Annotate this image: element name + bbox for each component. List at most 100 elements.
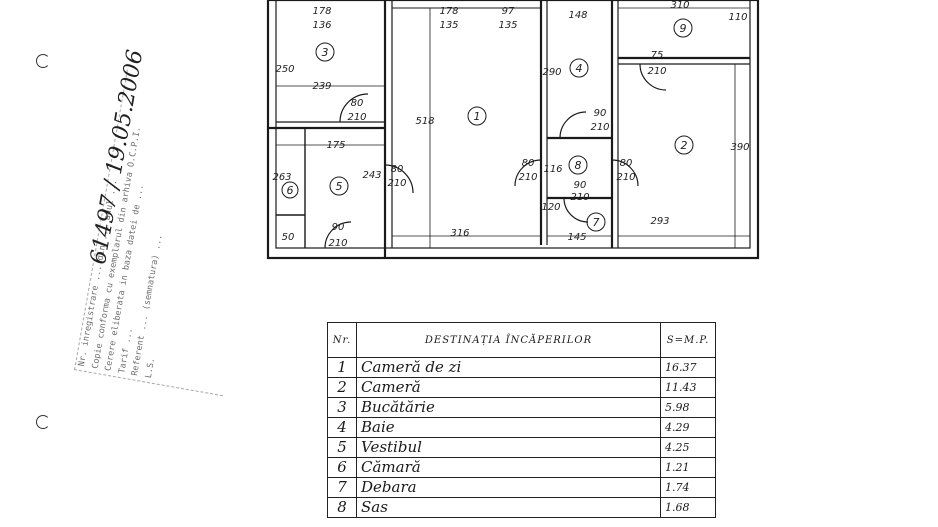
dimension-label: 390	[730, 142, 749, 153]
dimension-label: 178	[312, 6, 331, 17]
dimension-label: 90	[332, 222, 345, 233]
row-room-name: Cămară	[356, 457, 661, 478]
dimension-label: 243	[362, 170, 381, 181]
dimension-label: 210	[328, 238, 347, 249]
door-arc-living	[384, 164, 414, 194]
door-arc-living-sas	[514, 159, 542, 187]
row-room-name: Vestibul	[356, 437, 661, 458]
row-area: 5.98	[660, 397, 716, 418]
door-arc-entry	[324, 221, 352, 249]
row-area: 16.37	[660, 357, 716, 378]
row-room-name: Cameră de zi	[356, 357, 661, 378]
room-number-label: 3	[322, 46, 329, 59]
dimension-label: 116	[543, 164, 562, 175]
dimension-label: 210	[387, 178, 406, 189]
dimension-label: 210	[347, 112, 366, 123]
dimension-label: 120	[541, 202, 560, 213]
door-arc-debara	[563, 197, 589, 223]
door-arc-room9	[639, 63, 667, 91]
row-number: 8	[327, 497, 357, 518]
row-room-name: Sas	[356, 497, 661, 518]
dimension-label: 145	[567, 232, 586, 243]
row-area: 4.25	[660, 437, 716, 458]
room-circle-3	[315, 42, 335, 62]
room-circle-1	[467, 106, 487, 126]
dimension-label: 210	[518, 172, 537, 183]
dimension-label: 210	[647, 66, 666, 77]
dimension-label: 136	[312, 20, 331, 31]
dimension-label: 90	[574, 180, 587, 191]
row-number: 4	[327, 417, 357, 438]
room-circle-5	[329, 176, 349, 196]
dimension-label: 75	[651, 50, 664, 61]
dimension-label: 310	[670, 0, 689, 11]
door-arc-bath	[559, 111, 587, 139]
row-area: 1.68	[660, 497, 716, 518]
dimension-label: 178	[439, 6, 458, 17]
dimension-label: 239	[312, 81, 331, 92]
row-number: 6	[327, 457, 357, 478]
dimension-label: 316	[450, 228, 469, 239]
room-number-label: 9	[680, 22, 687, 35]
room-number-label: 8	[575, 159, 582, 172]
header-area: S=M.P.	[660, 322, 716, 358]
room-circle-7	[586, 212, 606, 232]
row-number: 3	[327, 397, 357, 418]
dimension-label: 80	[522, 158, 535, 169]
room-number-label: 7	[593, 216, 600, 229]
dimension-label: 50	[282, 232, 295, 243]
dimension-label: 518	[415, 116, 434, 127]
row-room-name: Cameră	[356, 377, 661, 398]
inner-wall-line	[275, 0, 751, 249]
dimension-label: 250	[275, 64, 294, 75]
dimension-label: 293	[650, 216, 669, 227]
header-purpose: DESTINAȚIA ÎNCĂPERILOR	[356, 322, 661, 358]
room-circle-9	[673, 18, 693, 38]
dimension-label: 97	[502, 6, 515, 17]
dimension-label: 290	[542, 67, 561, 78]
room-circle-8	[568, 155, 588, 175]
room-number-label: 4	[576, 62, 583, 75]
room-circle-4	[569, 58, 589, 78]
room-circle-6	[281, 181, 299, 199]
dimension-label: 148	[568, 10, 587, 21]
table-header-row: Nr. DESTINAȚIA ÎNCĂPERILOR S=M.P.	[327, 322, 716, 358]
door-arc-room2	[611, 159, 639, 187]
punch-hole-bottom	[36, 415, 50, 429]
dimension-label: 210	[616, 172, 635, 183]
dimension-label: 210	[570, 192, 589, 203]
row-number: 5	[327, 437, 357, 458]
punch-hole-top	[36, 54, 50, 68]
door-arc-kitchen	[339, 93, 369, 123]
row-number: 2	[327, 377, 357, 398]
row-number: 1	[327, 357, 357, 378]
room-number-label: 2	[681, 139, 688, 152]
row-area: 1.21	[660, 457, 716, 478]
dimension-label: 210	[590, 122, 609, 133]
dimension-label: 263	[272, 172, 291, 183]
room-number-label: 1	[474, 110, 481, 123]
dimension-label: 135	[439, 20, 458, 31]
header-no: Nr.	[327, 322, 357, 358]
row-room-name: Debara	[356, 477, 661, 498]
row-room-name: Baie	[356, 417, 661, 438]
row-area: 1.74	[660, 477, 716, 498]
room-number-label: 6	[287, 184, 294, 197]
dimension-label: 80	[620, 158, 633, 169]
row-area: 4.29	[660, 417, 716, 438]
dimension-label: 80	[391, 164, 404, 175]
dimension-label: 90	[594, 108, 607, 119]
room-number-label: 5	[336, 180, 343, 193]
row-area: 11.43	[660, 377, 716, 398]
row-number: 7	[327, 477, 357, 498]
dimension-label: 175	[326, 140, 345, 151]
room-circle-2	[674, 135, 694, 155]
